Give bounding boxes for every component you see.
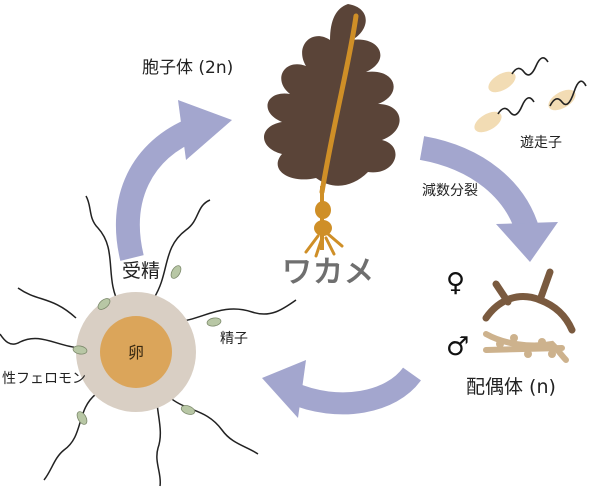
zoospores-illustration (474, 57, 587, 133)
pheromone-label: 性フェロモン (2, 371, 86, 387)
gametophyte-label: 配偶体 (n) (466, 376, 556, 398)
sporophyte-label: 胞子体 (2n) (142, 58, 234, 78)
sperm-label: 精子 (220, 331, 248, 347)
egg-label: 卵 (128, 343, 145, 362)
male-symbol: ♂ (446, 332, 470, 362)
zoospore-label: 遊走子 (520, 135, 562, 151)
egg-and-sperm-illustration (0, 195, 297, 487)
arrow-gametophyte-to-fertilization (262, 360, 421, 418)
arrow-fertilization-to-sporophyte (115, 100, 232, 261)
wakame-title: ワカメ (282, 255, 375, 290)
female-gametophyte-illustration (482, 268, 576, 334)
female-symbol: ♀ (446, 268, 466, 298)
arrow-sporophyte-to-gametophyte (419, 136, 558, 262)
male-gametophyte-illustration (483, 331, 569, 363)
wakame-sporophyte-illustration (264, 4, 400, 258)
fertilization-label: 受精 (122, 260, 161, 282)
meiosis-label: 減数分裂 (422, 183, 478, 199)
